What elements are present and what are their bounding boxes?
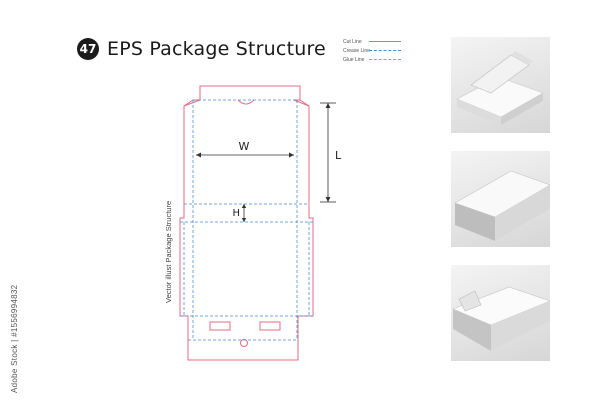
page-title: EPS Package Structure — [107, 38, 326, 60]
outer-cut-path — [179, 85, 314, 361]
glue-line-swatch — [369, 59, 401, 60]
closed-box-photo — [451, 151, 550, 247]
closed-box-illustration — [454, 170, 550, 241]
legend-item-glue: Glue Line — [343, 55, 401, 64]
lid-detail-illustration — [452, 286, 550, 351]
line-legend: Cut Line Crease Line Glue Line — [343, 37, 401, 64]
width-arrow-head-right — [289, 152, 294, 158]
length-arrow-head-bottom — [325, 197, 331, 202]
bottom-slot-left — [209, 321, 231, 331]
crease-line-swatch — [369, 50, 401, 51]
number-badge: 47 — [77, 38, 99, 60]
legend-label: Crease Line — [343, 47, 370, 54]
width-arrow-head-left — [196, 152, 201, 158]
legend-item-crease: Crease Line — [343, 46, 401, 55]
length-label: L — [335, 149, 342, 162]
title-row: 47 EPS Package Structure — [77, 37, 326, 61]
top-tab-notch — [237, 99, 255, 105]
bottom-slot-right — [259, 321, 281, 331]
height-arrow-head-bottom — [241, 218, 247, 222]
open-box-photo — [451, 37, 550, 133]
cut-line-swatch — [369, 41, 401, 42]
thumb-hole — [240, 339, 248, 347]
crease-lines — [180, 99, 313, 341]
dimension-marks — [196, 102, 336, 222]
lid-detail-photo — [451, 265, 550, 361]
legend-label: Cut Line — [343, 38, 362, 45]
legend-label: Glue Line — [343, 56, 365, 63]
cut-lines — [179, 85, 314, 361]
width-label: W — [239, 140, 250, 153]
open-box-illustration — [456, 51, 544, 125]
legend-item-cut: Cut Line — [343, 37, 401, 46]
height-arrow-head-top — [241, 204, 247, 208]
length-arrow-head-top — [325, 103, 331, 108]
height-label: H — [232, 208, 240, 219]
